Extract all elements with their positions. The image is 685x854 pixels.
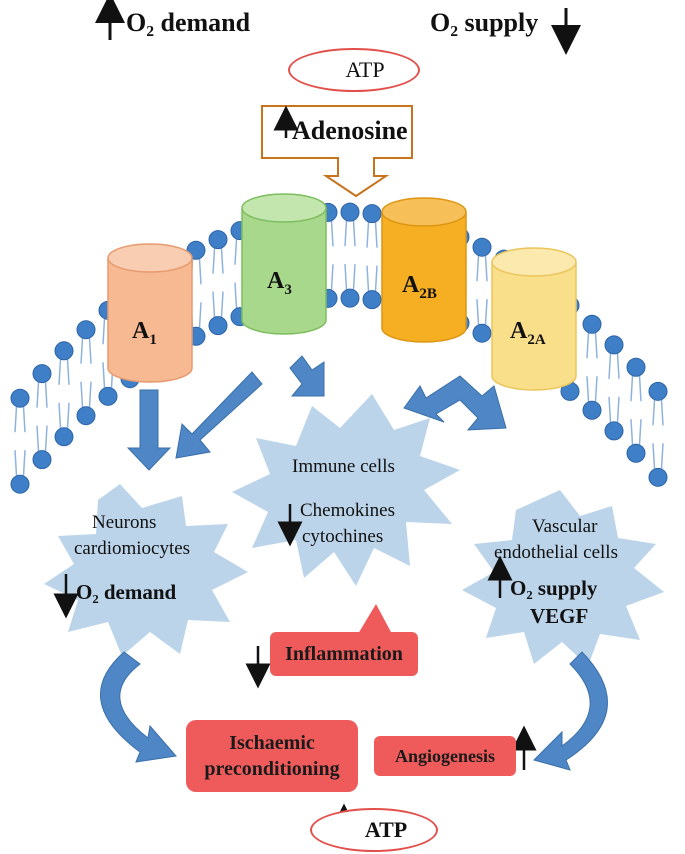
blue-arrows bbox=[126, 355, 507, 471]
ischaemic-label: Ischaemic bbox=[229, 732, 315, 754]
vascular-label: Vascular bbox=[532, 516, 598, 537]
curved-arrow-right bbox=[533, 651, 608, 771]
receptor-a3 bbox=[241, 193, 327, 335]
o2-supply-top-label: O₂ supply bbox=[430, 8, 539, 37]
atp-bottom-label: ATP bbox=[364, 817, 408, 842]
receptor-a2b bbox=[381, 197, 467, 343]
angiogenesis-box: Angiogenesis bbox=[374, 736, 516, 776]
inflammation-pointer bbox=[358, 604, 392, 634]
adenosine-callout bbox=[261, 105, 413, 198]
curved-arrow-left bbox=[100, 651, 177, 763]
adenosine-label: Adenosine bbox=[292, 116, 408, 145]
chemokines-label: Chemokines bbox=[300, 500, 395, 521]
immune-cells-label: Immune cells bbox=[292, 456, 395, 477]
preconditioning-label: preconditioning bbox=[204, 758, 340, 780]
receptor-a2b-label: A2B bbox=[402, 272, 437, 302]
neurons-star bbox=[44, 484, 248, 656]
o2-demand-top-label: O₂ demand bbox=[126, 8, 251, 37]
receptor-a1 bbox=[107, 243, 193, 383]
receptor-a2a-label: A2A bbox=[510, 318, 546, 348]
atp-top-label: ATP bbox=[345, 57, 385, 82]
receptor-a2a bbox=[491, 247, 577, 391]
cytochines-label: cytochines bbox=[302, 526, 384, 547]
atp-top-ellipse: ATP bbox=[288, 48, 420, 92]
vascular-o2-supply-label: O₂ supply bbox=[510, 576, 598, 600]
vegf-label: VEGF bbox=[530, 604, 589, 628]
vascular-star bbox=[462, 490, 664, 666]
cardiomiocytes-label: cardiomiocytes bbox=[74, 538, 191, 559]
neurons-o2-demand-label: O₂ demand bbox=[76, 580, 177, 604]
inflammation-box: Inflammation bbox=[270, 632, 418, 676]
neurons-label: Neurons bbox=[92, 512, 157, 533]
ischaemic-preconditioning-box: Ischaemic preconditioning bbox=[186, 720, 358, 792]
receptor-a3-label: A3 bbox=[267, 268, 292, 298]
endothelial-cells-label: endothelial cells bbox=[494, 542, 618, 563]
atp-bottom-ellipse: ATP bbox=[310, 808, 438, 852]
receptor-a1-label: A1 bbox=[132, 318, 157, 348]
immune-cells-star bbox=[232, 394, 460, 586]
